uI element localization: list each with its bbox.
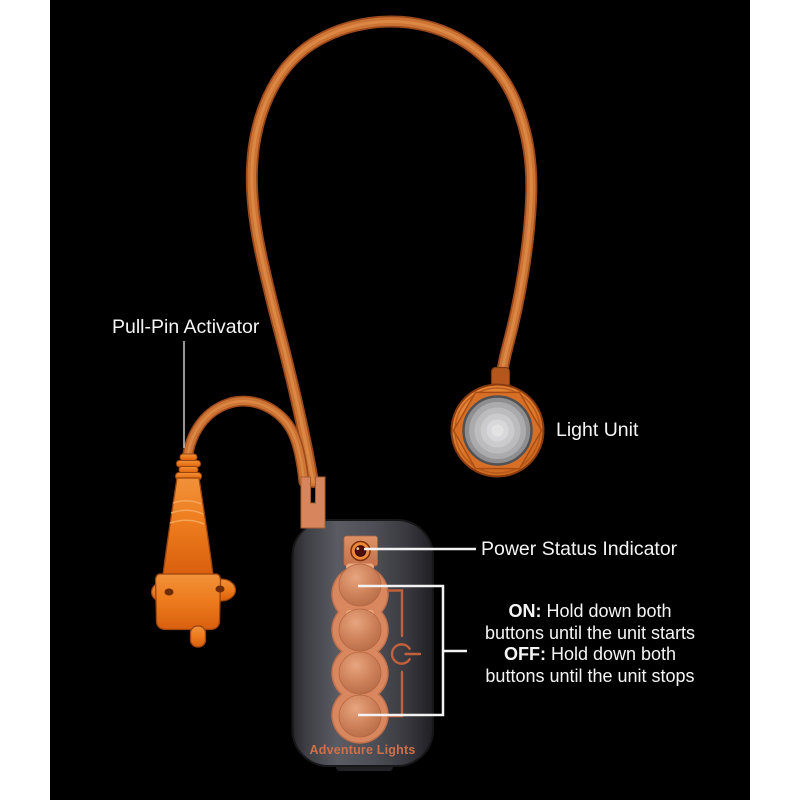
- button-knob-2: [338, 608, 382, 652]
- plug-ridges: [169, 500, 205, 525]
- led-highlight: [356, 547, 360, 550]
- callout-lines: [183, 341, 476, 717]
- pull-pin-activator-label: Pull-Pin Activator: [112, 316, 260, 338]
- instruction-line: buttons until the unit starts: [484, 622, 696, 643]
- instruction-line: OFF: Hold down both: [503, 644, 677, 664]
- button-knob-3: [338, 651, 382, 695]
- power-standby-icon: [390, 643, 422, 665]
- plug-left-ear-hole: [164, 588, 174, 596]
- plug-base: [154, 573, 222, 631]
- power-indicator-led: [354, 545, 367, 557]
- cable-entry-sleeve: [300, 476, 326, 529]
- brand-label: Adventure Lights: [309, 743, 416, 757]
- plug-pin: [189, 625, 207, 648]
- instruction-line: buttons until the unit stops: [485, 665, 695, 686]
- plug-right-ear-hole: [215, 585, 225, 593]
- power-status-indicator-label: Power Status Indicator: [481, 538, 678, 560]
- on-off-instructions: ON: Hold down both buttons until the uni…: [448, 601, 732, 687]
- light-unit-label: Light Unit: [556, 419, 639, 441]
- instruction-line: ON: Hold down both: [508, 601, 672, 621]
- pullpin-cable: [181, 395, 310, 488]
- light-unit-lens: [462, 395, 533, 466]
- control-unit: [291, 476, 434, 771]
- main-cable-loop: [245, 15, 538, 488]
- buttons-callout-bracket: [358, 584, 467, 717]
- light-unit-graphic: [450, 366, 545, 478]
- pull-pin-activator-plug: [150, 453, 237, 648]
